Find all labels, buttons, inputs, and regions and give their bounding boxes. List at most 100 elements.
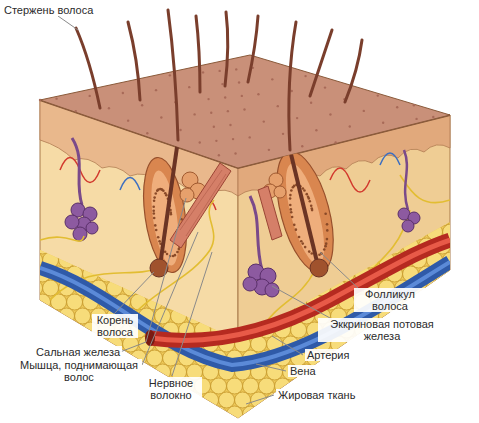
fat-layer	[419, 210, 435, 226]
fat-layer	[347, 224, 363, 240]
fat-layer	[219, 308, 235, 324]
fat-layer	[203, 252, 219, 268]
left-structures	[169, 211, 172, 214]
fat-layer	[139, 280, 155, 296]
right-structures	[293, 185, 296, 188]
right-structures	[309, 200, 312, 203]
right-structures	[323, 248, 326, 251]
fat-layer	[419, 378, 435, 394]
right-structures	[301, 242, 304, 245]
fat-layer	[451, 294, 467, 310]
right-structures	[243, 146, 450, 330]
left-structures	[153, 212, 156, 215]
fat-layer	[411, 392, 427, 408]
left-structures	[180, 170, 226, 236]
fat-layer	[243, 294, 259, 310]
left-structures	[40, 138, 231, 330]
skin-surface	[329, 113, 331, 115]
right-structures	[295, 228, 298, 231]
fat-layer	[363, 392, 379, 408]
fat-layer	[227, 238, 243, 254]
skin-surface	[218, 154, 220, 156]
left-structures	[172, 255, 175, 258]
fat-layer	[107, 252, 123, 268]
fat-layer	[99, 406, 115, 422]
fat-layer	[171, 308, 187, 324]
fat-layer	[211, 378, 227, 394]
left-structures	[154, 192, 157, 195]
right-structures	[308, 250, 311, 253]
leader-lines	[142, 232, 198, 365]
skin-surface	[210, 112, 212, 114]
fat-layer	[259, 378, 275, 394]
skin-surface	[324, 86, 326, 88]
part-label: Корень волоса	[92, 314, 138, 338]
left-structures	[72, 138, 82, 205]
fat-layer	[387, 406, 403, 422]
skin-surface	[202, 71, 204, 73]
fat-layer	[331, 364, 347, 380]
fat-layer	[347, 364, 363, 380]
fat-layer	[371, 210, 387, 226]
left-structures	[154, 224, 157, 227]
fat-layer	[59, 392, 75, 408]
right-structures	[310, 204, 313, 207]
fat-layer	[195, 294, 211, 310]
hair-shafts	[128, 22, 140, 100]
fat-layer	[395, 392, 411, 408]
left-structures	[165, 194, 168, 197]
fat-layer	[347, 252, 363, 268]
left-structures	[153, 199, 156, 202]
fat-layer	[51, 406, 67, 422]
right-structures	[258, 186, 282, 240]
fat-layer	[51, 322, 67, 338]
skin-surface	[215, 140, 217, 142]
right-structures	[300, 240, 303, 243]
skin-surface	[193, 113, 195, 115]
fat-layer	[291, 266, 307, 282]
fat-layer	[27, 280, 43, 296]
fat-layer	[27, 252, 43, 268]
right-structures	[250, 196, 262, 270]
skin-surface	[234, 152, 236, 154]
right-structures	[291, 216, 294, 219]
fat-layer	[59, 308, 75, 324]
leader-lines	[256, 364, 286, 371]
fat-layer	[339, 238, 355, 254]
right-structures	[290, 189, 293, 192]
fat-layer	[211, 266, 227, 282]
fat-layer	[75, 252, 91, 268]
fat-layer	[131, 406, 147, 422]
fat-layer	[107, 224, 123, 240]
leader-lines	[172, 252, 212, 376]
skin-surface	[243, 108, 245, 110]
fat-layer	[131, 266, 147, 282]
fat-layer	[451, 210, 467, 226]
hair-shafts	[76, 10, 362, 150]
leader-lines	[272, 336, 303, 355]
hair-shafts	[310, 30, 332, 96]
right-structures	[289, 194, 292, 197]
fat-layer	[451, 350, 467, 366]
part-label: Вена	[288, 365, 318, 377]
skin-surface	[141, 104, 143, 106]
skin-surface	[227, 110, 229, 112]
fat-layer	[203, 308, 219, 324]
fat-layer	[355, 406, 371, 422]
skin-surface	[432, 116, 434, 118]
skin-surface	[235, 68, 237, 70]
fat-layer	[235, 308, 251, 324]
leader-lines	[320, 252, 358, 288]
skin-surface	[221, 83, 223, 85]
right-structures	[304, 246, 307, 249]
fat-layer	[35, 294, 51, 310]
fat-layer	[403, 406, 419, 422]
fat-layer	[267, 252, 283, 268]
fat-layer	[451, 238, 467, 254]
fat-layer	[179, 406, 195, 422]
skin-surface	[39, 99, 41, 101]
part-label: Нервное волокно	[140, 377, 202, 401]
fat-layer	[59, 252, 75, 268]
fat-layer	[187, 308, 203, 324]
fat-layer	[75, 392, 91, 408]
